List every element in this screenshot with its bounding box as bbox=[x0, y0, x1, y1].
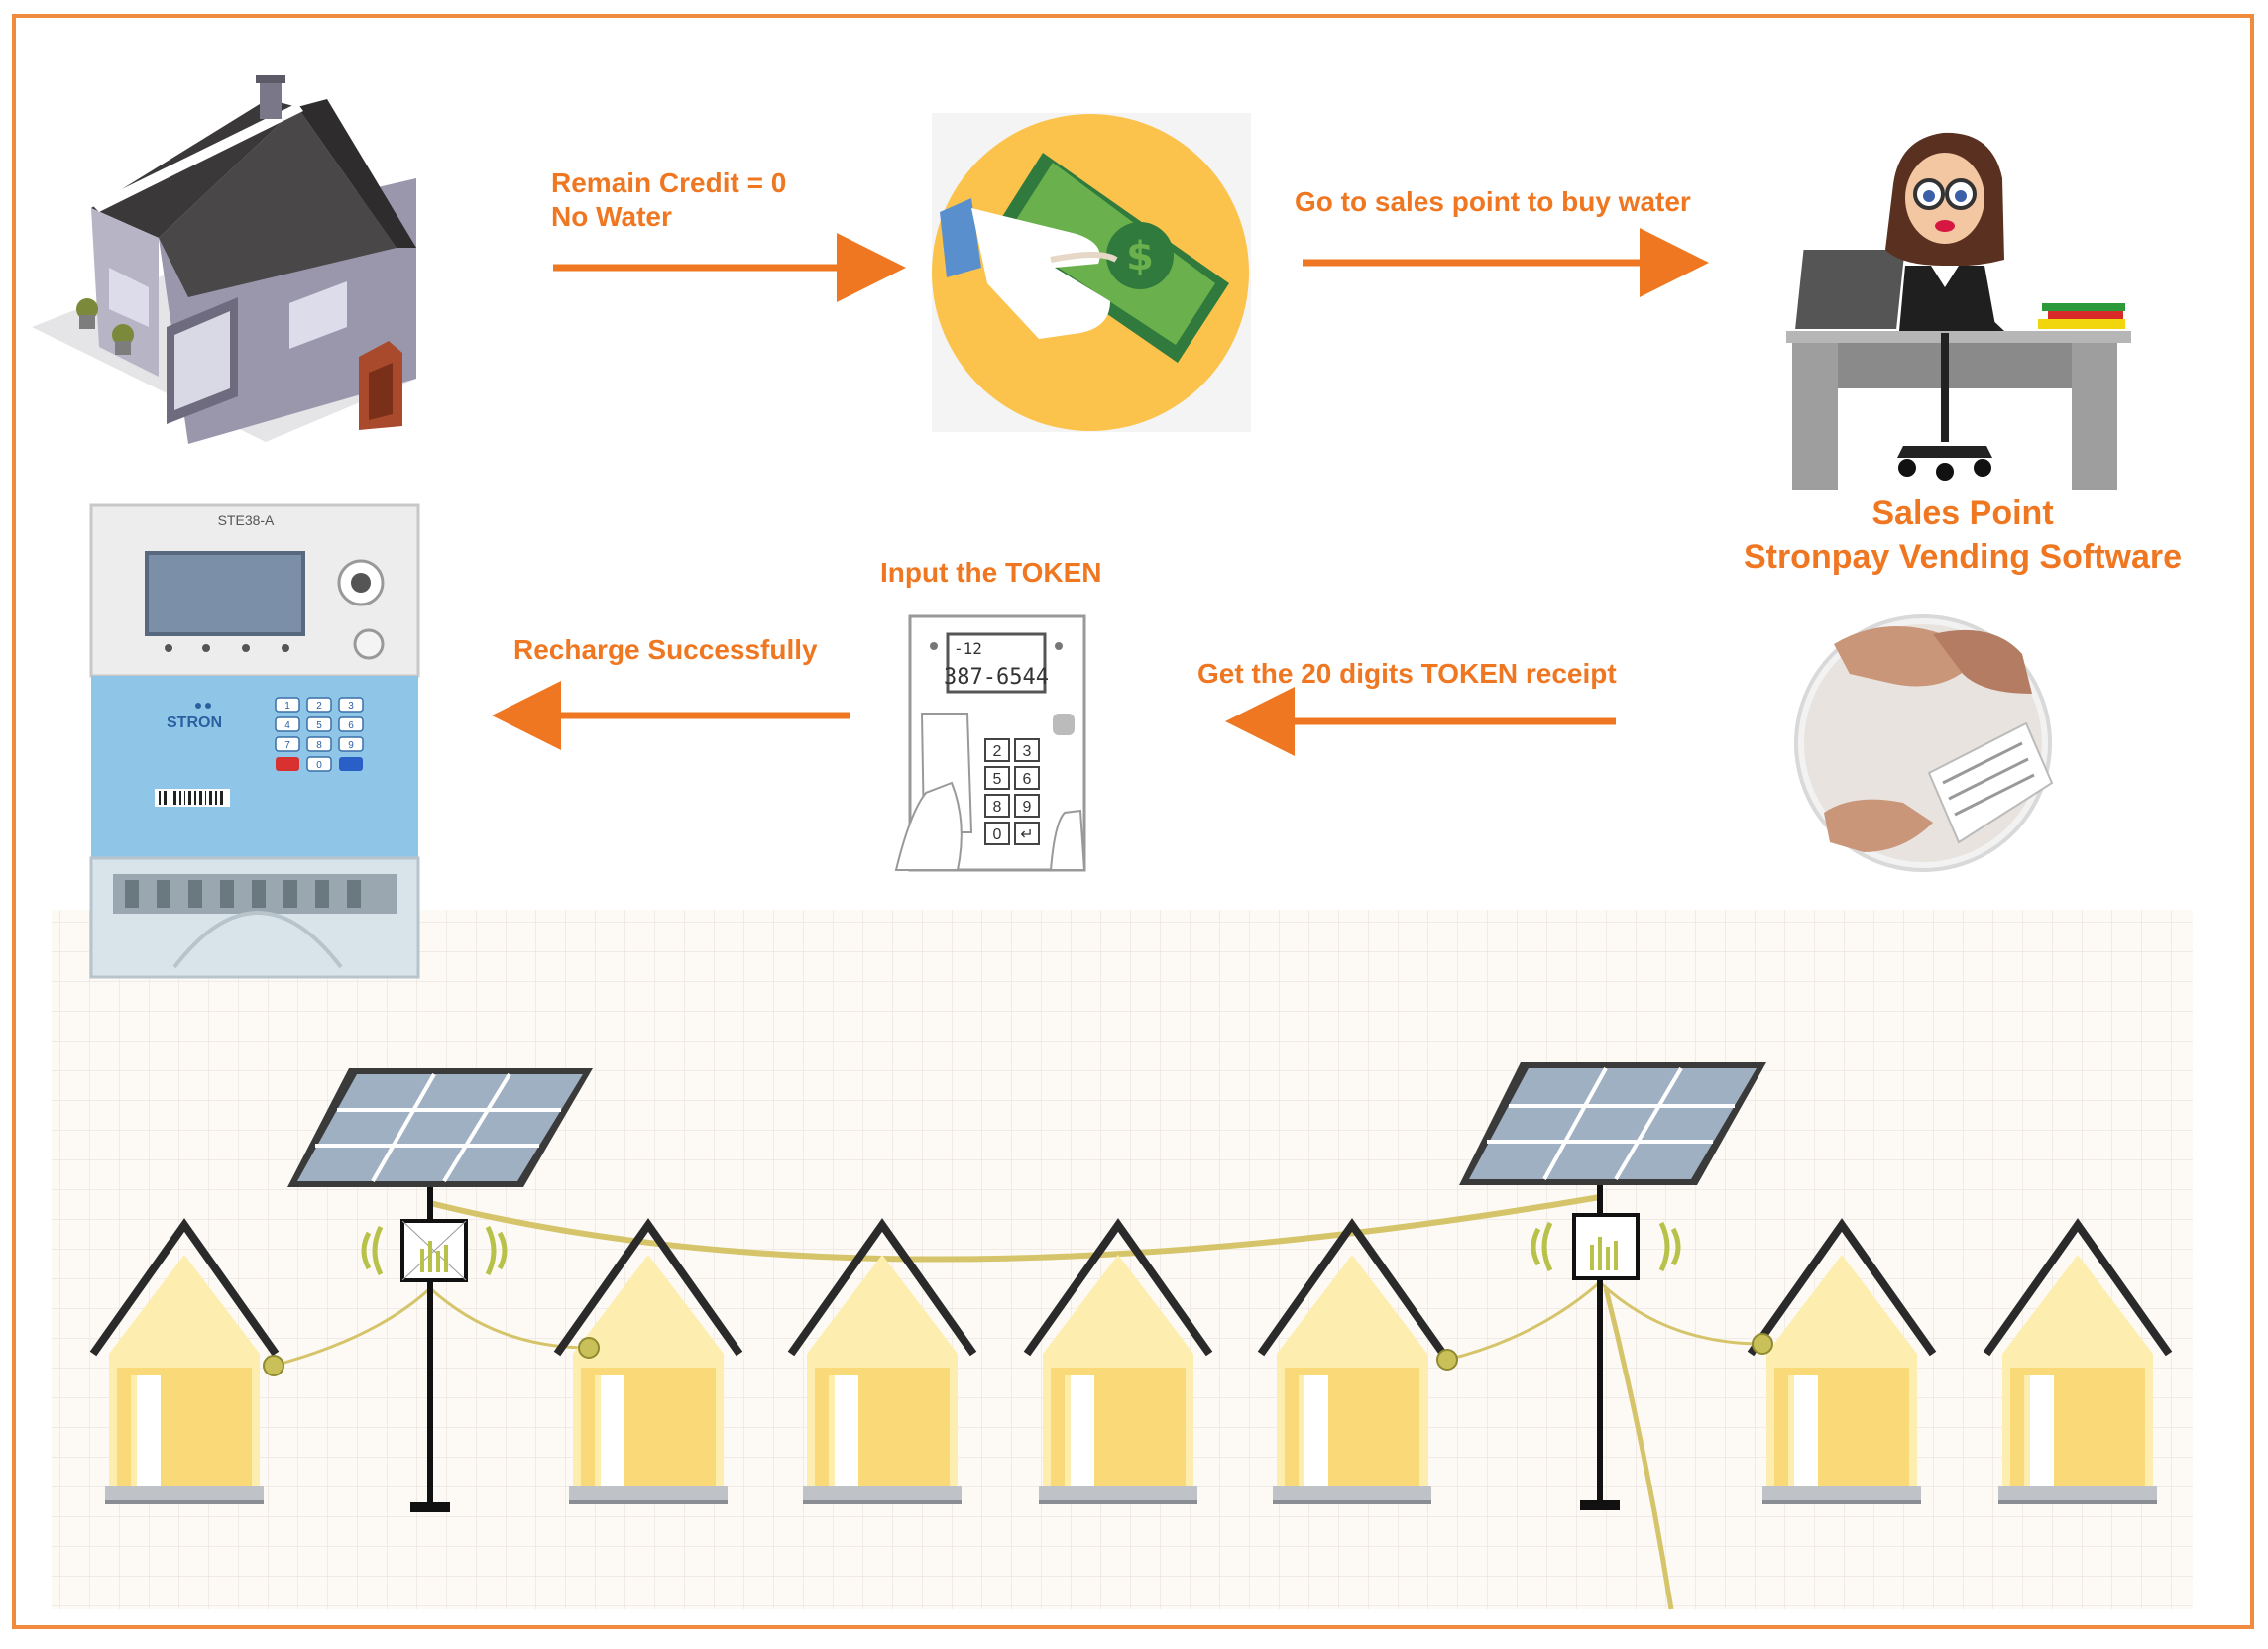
recharge-label: Recharge Successfully bbox=[513, 634, 818, 665]
money-hand-icon: $ bbox=[932, 113, 1251, 432]
meter-key-7 bbox=[275, 736, 300, 752]
meter-key-label: 3 bbox=[348, 701, 354, 712]
meter-key-8 bbox=[306, 736, 332, 752]
token-key-label: 8 bbox=[993, 799, 1002, 816]
meter-key-label: 0 bbox=[316, 760, 322, 771]
meter-key-6 bbox=[338, 716, 364, 732]
village-house bbox=[1023, 1218, 1213, 1504]
sales-point-label: Sales Point Stronpay Vending Software bbox=[1735, 492, 2191, 579]
meter-key-2 bbox=[306, 697, 332, 713]
orange-frame bbox=[12, 14, 2254, 1629]
meter-key-3 bbox=[338, 697, 364, 713]
token-key-label: 2 bbox=[993, 743, 1002, 760]
token-key-label: ↵ bbox=[1020, 826, 1033, 843]
token-key-2 bbox=[1014, 738, 1040, 762]
token-key-1 bbox=[984, 738, 1010, 762]
meter-model-label: STE38-A bbox=[218, 512, 275, 528]
meter-key-5 bbox=[306, 716, 332, 732]
solar-unit-right bbox=[1459, 1062, 1766, 1510]
meter-key-9 bbox=[338, 736, 364, 752]
token-key-8 bbox=[1014, 822, 1040, 845]
village-house bbox=[553, 1218, 743, 1504]
meter-key-label: 4 bbox=[284, 720, 290, 731]
meter-key-label: 7 bbox=[284, 740, 290, 751]
solar-panel-icon bbox=[287, 1068, 593, 1187]
wireless-icon bbox=[361, 1225, 508, 1276]
remain-credit-label: Remain Credit = 0 No Water bbox=[551, 166, 786, 234]
meter-key-label: 5 bbox=[316, 720, 322, 731]
token-key-label: 5 bbox=[993, 771, 1002, 788]
meter-key-0 bbox=[306, 756, 332, 772]
token-key-label: 6 bbox=[1023, 771, 1032, 788]
sales-point-text: Sales Point bbox=[1871, 495, 2054, 532]
meter-key-label: 6 bbox=[348, 720, 354, 731]
meter-key-label: 2 bbox=[316, 701, 322, 712]
wireless-icon bbox=[1531, 1221, 1681, 1272]
go-sales-label: Go to sales point to buy water bbox=[1295, 186, 1691, 217]
svg-text:$: $ bbox=[1126, 234, 1154, 279]
token-key-label: 3 bbox=[1023, 743, 1032, 760]
token-key-4 bbox=[1014, 766, 1040, 790]
no-water-text: No Water bbox=[551, 201, 672, 232]
get-token-label: Get the 20 digits TOKEN receipt bbox=[1197, 658, 1617, 689]
token-keypad-icon: -12 387-6544 2 3 5 6 8 9 0 ↵ bbox=[894, 614, 1086, 872]
village-house bbox=[1257, 1218, 1458, 1504]
solar-panel-icon bbox=[1459, 1062, 1766, 1185]
token-key-6 bbox=[1014, 794, 1040, 818]
meter-key-cancel bbox=[276, 757, 299, 771]
meter-key-label: 9 bbox=[348, 740, 354, 751]
token-key-5 bbox=[984, 794, 1010, 818]
meter-keypad: 1 2 3 4 5 6 7 8 9 0 bbox=[275, 697, 364, 772]
cable-network bbox=[273, 1194, 1763, 1610]
village-house bbox=[787, 1218, 977, 1504]
input-token-label: Input the TOKEN bbox=[880, 557, 1102, 588]
vending-software-text: Stronpay Vending Software bbox=[1743, 538, 2183, 576]
village-house bbox=[1983, 1218, 2173, 1504]
meter-key-enter bbox=[339, 757, 363, 771]
remain-credit-text: Remain Credit = 0 bbox=[551, 167, 787, 198]
house-icon bbox=[32, 75, 416, 444]
sales-agent-icon bbox=[1786, 132, 2131, 490]
village-house bbox=[1747, 1218, 1937, 1504]
token-keys: 2 3 5 6 8 9 0 ↵ bbox=[984, 738, 1040, 845]
meter-key-4 bbox=[275, 716, 300, 732]
village-house bbox=[89, 1218, 284, 1504]
village-houses bbox=[89, 1218, 2173, 1504]
meter-brand-label: STRON bbox=[167, 715, 222, 731]
meter-key-1 bbox=[275, 697, 300, 713]
token-key-label: 0 bbox=[993, 826, 1002, 843]
keypad-display-top: -12 bbox=[954, 639, 982, 658]
meter-key-label: 1 bbox=[284, 701, 290, 712]
keypad-display-main: 387-6544 bbox=[944, 665, 1049, 690]
token-key-3 bbox=[984, 766, 1010, 790]
handshake-icon bbox=[1794, 614, 2054, 872]
token-key-label: 9 bbox=[1023, 799, 1032, 816]
prepaid-meter-icon: STE38-A STRON 1 2 3 4 5 6 7 8 9 0 bbox=[89, 503, 420, 979]
token-key-7 bbox=[984, 822, 1010, 845]
solar-unit-left bbox=[287, 1068, 593, 1512]
meter-key-label: 8 bbox=[316, 740, 322, 751]
